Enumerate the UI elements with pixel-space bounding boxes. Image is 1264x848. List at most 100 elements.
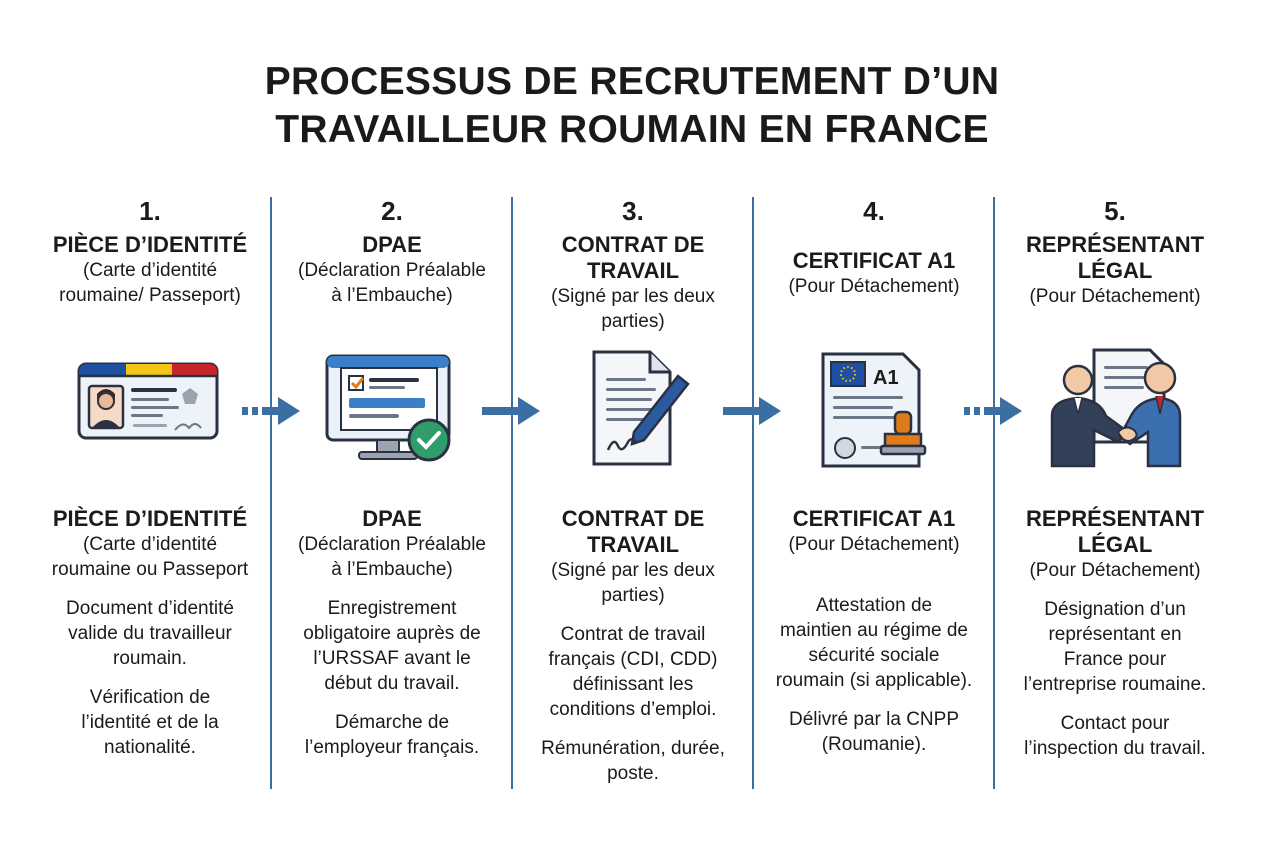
detail-note-line: Délivré par la CNPP (789, 709, 959, 730)
step-number: 4. (863, 196, 885, 226)
detail-heading-line: CERTIFICAT A1 (792, 506, 956, 531)
step-subtitle: (Signé par les deux parties) (513, 284, 753, 334)
detail-note-line: poste. (607, 763, 659, 784)
step-number: 2. (381, 196, 403, 226)
detail-subtitle-line: (Pour Détachement) (788, 534, 960, 555)
step-number: 3. (622, 196, 644, 226)
step-heading-line: REPRÉSENTANT (1025, 232, 1205, 257)
detail-description-line: début du travail. (324, 673, 460, 694)
detail-note-line: l’employeur français. (304, 737, 480, 758)
detail-heading-line: PIÈCE D’IDENTITÉ (52, 506, 248, 531)
handshake-icon (995, 346, 1235, 476)
dashed-arrow-icon (242, 397, 300, 425)
computer-check-icon (272, 346, 512, 476)
detail-description-line: obligatoire auprès de (303, 623, 481, 644)
step-subtitle-line: (Pour Détachement) (788, 276, 960, 297)
detail-heading-line: TRAVAIL (586, 532, 680, 557)
detail-description-line: Document d’identité (66, 598, 234, 619)
detail-description: Enregistrement obligatoire auprès de l’URS… (272, 596, 512, 696)
detail-description: Document d’identité valide du travailleur… (30, 596, 270, 671)
detail-description-line: définissant les (572, 674, 694, 695)
step-subtitle-line: (Pour Détachement) (1029, 286, 1201, 307)
detail-description: Désignation d’un représentant en France po… (995, 597, 1235, 697)
step-subtitle-line: roumaine/ Passeport) (59, 285, 241, 306)
step-subtitle-line: (Déclaration Préalable (298, 260, 486, 281)
detail-description-line: Désignation d’un (1044, 599, 1186, 620)
step-heading-line: TRAVAIL (586, 258, 680, 283)
detail-subtitle-line: parties) (601, 585, 665, 606)
detail-heading: PIÈCE D’IDENTITÉ (30, 506, 270, 532)
column-divider (752, 197, 754, 789)
detail-description-line: représentant en (1048, 624, 1182, 645)
step-subtitle-line: (Signé par les deux (551, 286, 715, 307)
detail-note: Démarche de l’employeur français. (272, 710, 512, 760)
detail-subtitle: (Carte d’identité roumaine ou Passeport (30, 532, 270, 582)
detail-heading: CERTIFICAT A1 (754, 506, 994, 532)
step-heading-line: CONTRAT DE (561, 232, 705, 257)
title-line-1: PROCESSUS DE RECRUTEMENT D’UN (264, 60, 1000, 103)
arrow-right-icon (482, 397, 540, 425)
step-2-header: 2. DPAE(Déclaration Préalable à l’Embauche… (272, 196, 512, 308)
step-heading: PIÈCE D’IDENTITÉ (30, 232, 270, 258)
step-heading-line: PIÈCE D’IDENTITÉ (52, 232, 248, 257)
detail-heading-line: REPRÉSENTANT (1025, 506, 1205, 531)
detail-subtitle-line: roumaine ou Passeport (51, 559, 249, 580)
diagram-title: PROCESSUS DE RECRUTEMENT D’UN TRAVAILLEU… (0, 58, 1264, 154)
detail-description-line: roumain. (113, 648, 187, 669)
dashed-arrow-icon (964, 397, 1022, 425)
column-divider (993, 197, 995, 789)
step-subtitle: (Déclaration Préalable à l’Embauche) (272, 258, 512, 308)
detail-note: Délivré par la CNPP (Roumanie). (754, 707, 994, 757)
step-subtitle-line: parties) (601, 311, 665, 332)
detail-description-line: l’URSSAF avant le (313, 648, 471, 669)
contract-pen-icon (513, 346, 753, 476)
step-subtitle-line: à l’Embauche) (331, 285, 453, 306)
column-divider (270, 197, 272, 789)
detail-description-line: France pour (1063, 649, 1167, 670)
a1-label: A1 (873, 367, 899, 389)
step-number: 1. (139, 196, 161, 226)
detail-subtitle-line: (Carte d’identité (82, 534, 218, 555)
column-divider (511, 197, 513, 789)
detail-description-line: sécurité sociale (808, 645, 940, 666)
step-subtitle: (Pour Détachement) (995, 284, 1235, 309)
detail-heading-line: LÉGAL (1077, 532, 1153, 557)
detail-description-line: l’entreprise roumaine. (1023, 674, 1207, 695)
step-4-header: 4. CERTIFICAT A1(Pour Détachement) (754, 196, 994, 299)
detail-note-line: Contact pour (1060, 713, 1170, 734)
detail-heading: DPAE (272, 506, 512, 532)
step-number: 5. (1104, 196, 1126, 226)
step-4-details: CERTIFICAT A1 (Pour Détachement) Attestati… (754, 506, 994, 757)
detail-description-line: Enregistrement (327, 598, 457, 619)
arrow-right-icon (723, 397, 781, 425)
detail-description-line: maintien au régime de (780, 620, 968, 641)
step-subtitle: (Pour Détachement) (754, 274, 994, 299)
certificate-stamp-icon: A1 (754, 346, 994, 476)
detail-note-line: Démarche de (334, 712, 450, 733)
detail-subtitle: (Pour Détachement) (754, 532, 994, 557)
detail-description-line: conditions d’emploi. (549, 699, 717, 720)
detail-note-line: l’identité et de la (81, 712, 219, 733)
title-line-2: TRAVAILLEUR ROUMAIN EN FRANCE (275, 108, 989, 151)
step-heading: DPAE (272, 232, 512, 258)
detail-description-line: roumain (si applicable). (775, 670, 973, 691)
detail-description-line: valide du travailleur (68, 623, 232, 644)
detail-note-line: (Roumanie). (821, 734, 927, 755)
detail-subtitle-line: à l’Embauche) (331, 559, 453, 580)
step-1-details: PIÈCE D’IDENTITÉ (Carte d’identité roumain… (30, 506, 270, 760)
step-heading: CERTIFICAT A1 (754, 248, 994, 274)
